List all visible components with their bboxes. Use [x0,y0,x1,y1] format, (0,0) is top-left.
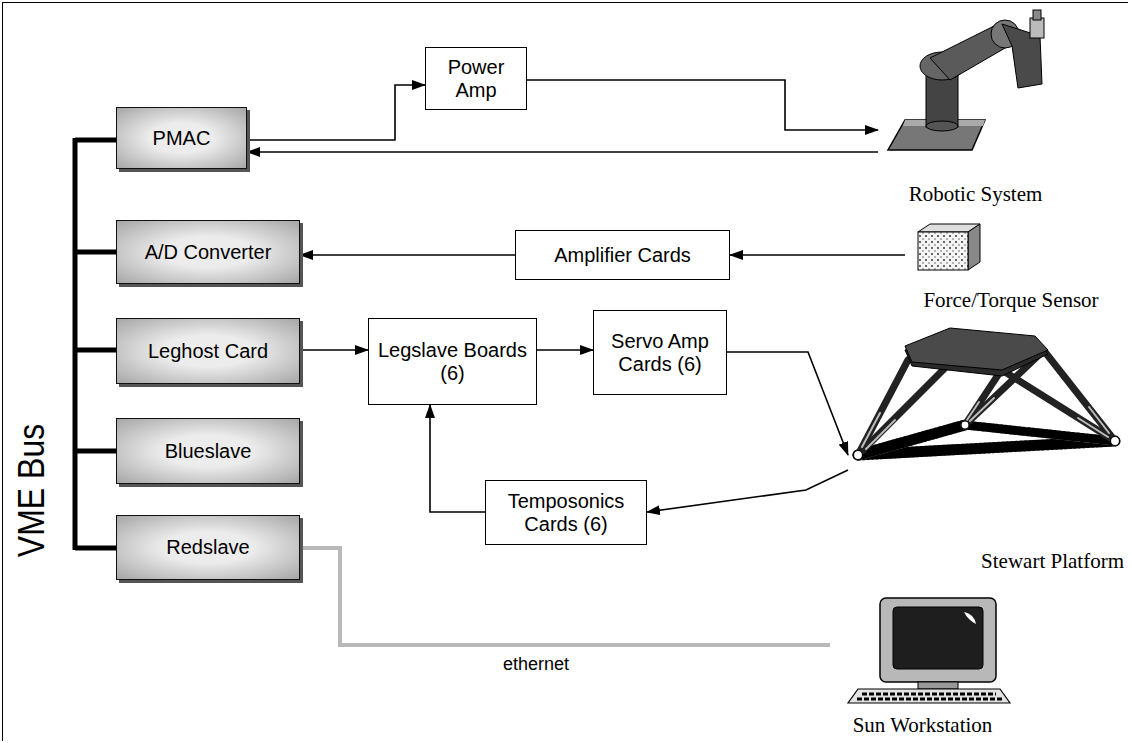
vme-card: Leghost Card [116,318,300,384]
robot-arm-picture [888,10,1044,150]
amplifier-box: Power Amp [425,47,527,110]
box-label: A/D Converter [145,241,272,264]
box-label: Legslave Boards (6) [377,339,528,385]
sensor-node: Force/Torque Sensor [905,220,1117,314]
stewart-platform-picture [854,328,1120,460]
sensor-card-box: Temposonics Cards (6) [485,480,647,545]
signal-arrow [647,470,848,512]
picture-caption: Robotic System [909,182,1043,206]
box-label: Power Amp [434,56,518,102]
signal-arrow [727,352,848,455]
robot-node: Robotic System [878,28,1073,208]
box-label: PMAC [153,127,211,150]
signal-arrow [300,349,368,351]
vme-card: PMAC [116,107,247,169]
signal-arrow [527,80,878,130]
bus-name: VME Bus [11,401,54,581]
ethernet-cable [300,548,830,645]
vme-card: A/D Converter [116,220,300,284]
signal-arrow [247,85,425,140]
workstation-node: Sun Workstation [830,590,1015,739]
vme-bus [75,138,116,550]
vme-card: Blueslave [116,418,300,484]
force-sensor-picture [918,224,980,270]
board-box: Legslave Boards (6) [368,318,537,405]
box-label: Temposonics Cards (6) [494,490,638,536]
box-label: Servo Amp Cards (6) [602,330,718,376]
vme-card: Redslave [116,515,300,580]
edge-label: ethernet [500,654,572,675]
box-label: Amplifier Cards [554,244,691,267]
box-label: Redslave [166,536,249,559]
picture-caption: Sun Workstation [853,713,993,737]
amplifier-box: Amplifier Cards [515,230,730,280]
picture-caption: Force/Torque Sensor [923,288,1098,312]
box-label: Blueslave [165,440,252,463]
picture-caption: Stewart Platform [981,549,1124,573]
signal-arrow [537,349,593,351]
signal-arrow [430,405,485,512]
signal-arrow [730,254,905,256]
workstation-picture [848,598,1010,703]
signal-arrow [300,254,515,256]
signal-arrow [247,151,878,153]
amplifier-box: Servo Amp Cards (6) [593,310,727,395]
box-label: Leghost Card [148,340,268,363]
platform-node: Stewart Platform [848,325,1128,575]
